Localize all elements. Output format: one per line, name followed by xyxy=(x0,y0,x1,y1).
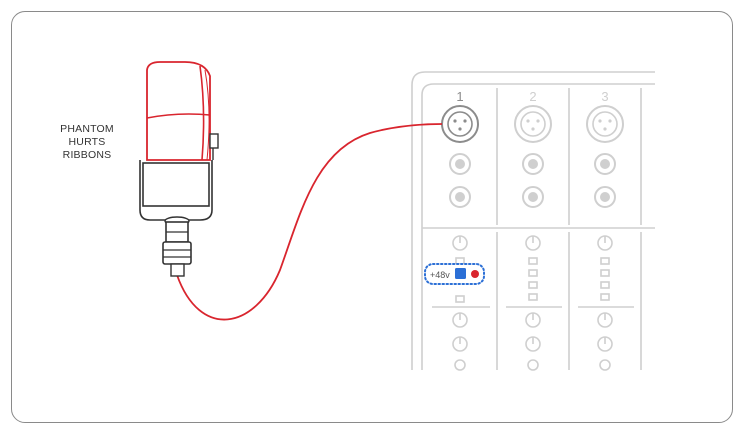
diagram-card xyxy=(11,11,733,423)
xlr-cable xyxy=(176,123,443,321)
caption-line-2: HURTS xyxy=(68,136,106,148)
knob-icon xyxy=(599,359,611,371)
mic-clamp xyxy=(142,162,210,207)
mixer-top-edge xyxy=(411,71,655,370)
ribbon-mic-icon xyxy=(139,61,219,277)
warning-caption: PHANTOM HURTS RIBBONS xyxy=(48,123,126,162)
mic-side-screw xyxy=(209,133,219,149)
phantom-indicator-led xyxy=(471,270,479,278)
channel-number-1: 1 xyxy=(456,89,463,104)
phantom-label: +48v xyxy=(430,270,450,280)
channel-number-3: 3 xyxy=(601,89,608,104)
channel-controls xyxy=(452,235,613,371)
phantom-power-switch[interactable]: +48v xyxy=(424,263,485,285)
knob-icon xyxy=(527,359,539,371)
phantom-switch-icon[interactable] xyxy=(455,268,466,279)
mic-connector xyxy=(162,241,192,265)
caption-line-3: RIBBONS xyxy=(62,149,112,161)
knob-icon xyxy=(454,359,466,371)
mixer-inner-edge xyxy=(421,83,655,370)
trim-jacks xyxy=(449,153,616,208)
xlr-jack-1[interactable] xyxy=(441,105,479,143)
xlr-jack-3[interactable] xyxy=(586,105,624,143)
mixer xyxy=(411,71,655,370)
channel-number-2: 2 xyxy=(529,89,536,104)
mic-plug xyxy=(170,263,185,277)
caption-line-1: PHANTOM xyxy=(60,123,114,135)
mic-head xyxy=(146,61,211,161)
xlr-jack-2[interactable] xyxy=(514,105,552,143)
